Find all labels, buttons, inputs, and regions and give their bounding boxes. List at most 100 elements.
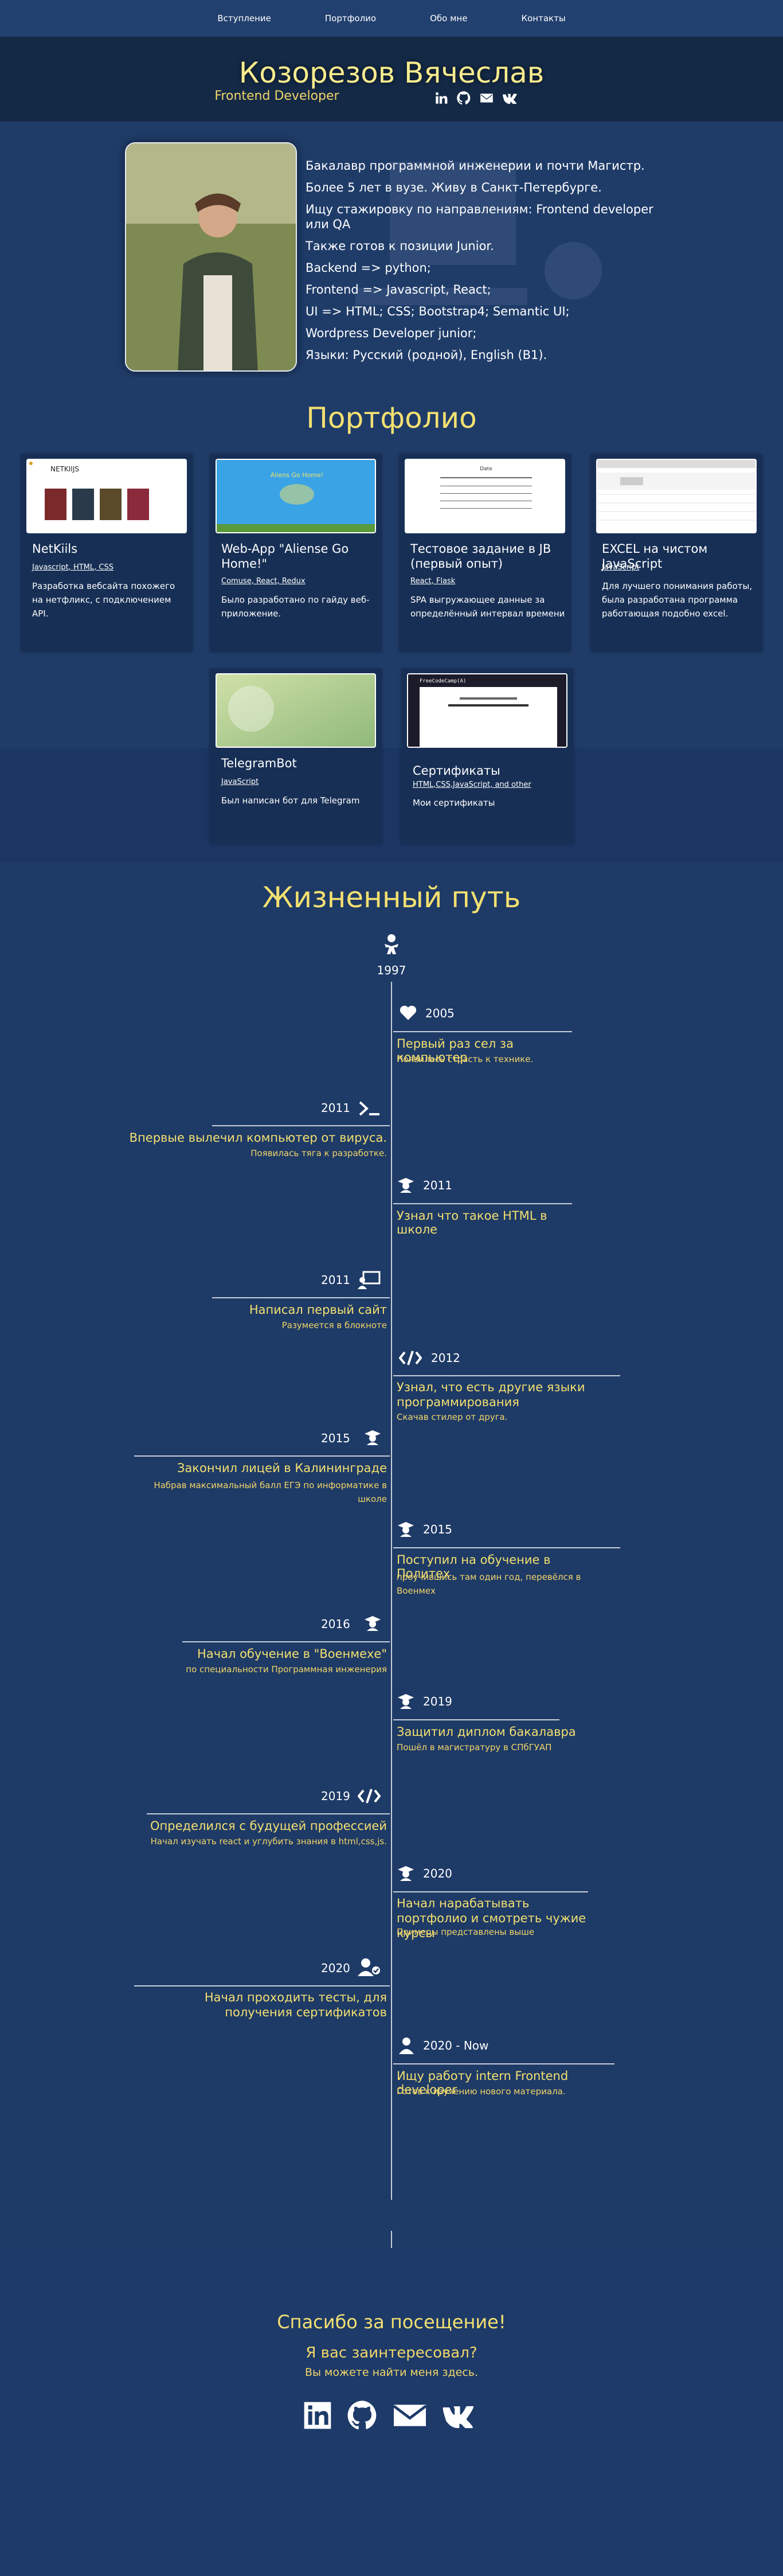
portfolio-card[interactable]: EXCEL на чистом JavaScript JavaScript Дл…	[590, 454, 762, 652]
graduate-icon	[365, 1430, 381, 1445]
about-line: UI => HTML; CSS; Bootstrap4; Semantic UI…	[306, 305, 570, 318]
event-title: Написал первый сайт	[249, 1303, 387, 1317]
event-year: 2019	[423, 1695, 452, 1708]
code-icon	[358, 1789, 381, 1804]
card-description: Разработка вебсайта похожего на нетфликс…	[32, 581, 175, 619]
baby-icon	[385, 934, 398, 954]
code-icon	[399, 1351, 422, 1365]
card-description: Мои сертификаты	[413, 798, 495, 808]
top-nav: Вступление Портфолио Обо мне Контакты	[0, 0, 783, 37]
event-title: Закончил лицей в Калининграде	[177, 1461, 387, 1475]
event-subtitle: Появилась страсть к технике.	[397, 1054, 534, 1064]
event-title: Поступил на обучение в Политех	[397, 1553, 551, 1580]
github-icon[interactable]	[456, 91, 471, 106]
timeline-line	[391, 982, 392, 2200]
nav-about[interactable]: Обо мне	[430, 13, 468, 24]
event-title: Узнал, что есть другие языки программиро…	[397, 1380, 585, 1409]
card-tags[interactable]: JavaScript	[602, 563, 640, 572]
card-tags[interactable]: Javascript, HTML, CSS	[32, 563, 113, 572]
event-subtitle: Появилась тяга к разработке.	[250, 1148, 387, 1158]
card-tags[interactable]: Comuse, React, Redux	[221, 577, 306, 586]
event-title: Узнал что такое HTML в школе	[397, 1209, 547, 1236]
about-line: Backend => python;	[306, 261, 431, 275]
portfolio-card[interactable]: Aliens Go Home! Web-App "Aliense Go Home…	[210, 454, 382, 652]
event-divider	[182, 1641, 390, 1642]
event-divider	[134, 1455, 390, 1457]
nav-contacts[interactable]: Контакты	[521, 13, 566, 24]
jb-task-thumbnail: Date	[405, 459, 565, 533]
card-description: Для лучшего понимания работы, была разра…	[602, 581, 753, 619]
event-divider	[393, 1203, 572, 1204]
vk-icon[interactable]	[502, 91, 519, 106]
event-divider	[212, 1125, 390, 1126]
event-title: Первый раз сел за компьютер	[397, 1037, 514, 1064]
about-line: Ищу стажировку по направлениям: Frontend…	[306, 202, 653, 231]
event-subtitle: Разумеется в блокноте	[281, 1320, 387, 1330]
event-divider	[393, 1719, 559, 1720]
event-subtitle: Скачав стилер от друга.	[397, 1412, 508, 1422]
github-icon[interactable]	[346, 2399, 378, 2431]
hero-name: Козорезов Вячеслав	[238, 56, 545, 89]
laptop-background-decoration	[355, 162, 602, 305]
card-tags[interactable]: HTML,CSS,JavaScript, and other	[413, 780, 531, 789]
event-subtitle: Примеры представлены выше	[397, 1927, 535, 1937]
user-check-icon	[358, 1958, 380, 1976]
event-subtitle: Набрав максимальный балл ЕГЭ по информат…	[154, 1480, 387, 1504]
footer-question: Я вас заинтересовал?	[306, 2344, 477, 2362]
event-title: Определился с будущей профессией	[150, 1819, 387, 1833]
event-divider	[393, 1891, 588, 1892]
event-subtitle: Готов к изучению нового материала.	[397, 2086, 566, 2097]
card-title: Web-App "Aliense Go Home!"	[221, 542, 349, 571]
event-divider	[393, 2063, 614, 2064]
hero-role: Frontend Developer	[214, 88, 339, 103]
nav-portfolio[interactable]: Портфолио	[324, 13, 377, 24]
portfolio-card[interactable]: TelegramBot JavaScript Был написан бот д…	[210, 669, 382, 844]
card-tags[interactable]: JavaScript	[221, 778, 259, 786]
terminal-icon	[359, 1101, 379, 1116]
event-year: 2016	[321, 1617, 350, 1631]
about-text: Бакалавр программной инженерии и почти М…	[306, 155, 655, 366]
teacher-board-icon	[358, 1271, 381, 1289]
card-tags[interactable]: React, Flask	[410, 577, 456, 586]
timeline-title: Жизненный путь	[262, 881, 521, 914]
about-line: Языки: Русский (родной), English (B1).	[306, 348, 547, 362]
event-subtitle: по специальности Программная инженерия	[186, 1664, 387, 1675]
footer-thanks: Спасибо за посещение!	[277, 2311, 506, 2333]
hero-social	[433, 91, 519, 106]
graduate-icon	[398, 1522, 414, 1537]
event-year: 2015	[321, 1431, 350, 1445]
portfolio-card[interactable]: Date Тестовое задание в JB (первый опыт)…	[399, 454, 571, 652]
svg-text:Date: Date	[480, 466, 492, 472]
user-tie-icon	[399, 2038, 414, 2054]
birth-year: 1997	[377, 963, 406, 977]
linkedin-icon[interactable]	[302, 2399, 334, 2431]
nav-intro[interactable]: Вступление	[217, 13, 271, 24]
mail-icon[interactable]	[391, 2399, 429, 2431]
certificates-thumbnail: FreeCodeCamp(A)	[407, 673, 567, 748]
event-divider	[212, 1297, 390, 1298]
event-title: Начал нарабатывать портфолио и смотреть …	[397, 1896, 586, 1940]
linkedin-icon[interactable]	[433, 91, 448, 106]
graduate-icon	[365, 1616, 381, 1631]
portfolio-card[interactable]: FreeCodeCamp(A) Сертификаты HTML,CSS,Jav…	[401, 669, 573, 844]
event-title: Впервые вылечил компьютер от вируса.	[129, 1131, 387, 1145]
portfolio-section-lower	[0, 748, 783, 863]
telegrambot-thumbnail	[216, 673, 376, 748]
event-subtitle: Пошёл в магистратуру в СПбГУАП	[397, 1742, 552, 1753]
mail-icon[interactable]	[479, 91, 494, 106]
event-year: 2012	[431, 1351, 460, 1365]
card-title: EXCEL на чистом JavaScript	[602, 542, 708, 571]
graduate-icon	[398, 1866, 414, 1881]
about-line: Бакалавр программной инженерии и почти М…	[306, 159, 645, 173]
event-divider	[393, 1031, 572, 1032]
event-subtitle: Начал изучать react и углубить знания в …	[150, 1836, 387, 1847]
portfolio-card[interactable]: NETKIIJS NetKiils Javascript, HTML, CSS …	[21, 454, 193, 652]
event-subtitle: проучившись там один год, перевёлся в Во…	[397, 1572, 581, 1596]
heart-icon	[400, 1005, 417, 1020]
vk-icon[interactable]	[441, 2399, 479, 2431]
netkiils-thumbnail: NETKIIJS	[26, 459, 187, 533]
about-line: Wordpress Developer junior;	[306, 326, 477, 340]
event-title: Начал обучение в "Военмехе"	[197, 1647, 387, 1661]
card-title: TelegramBot	[221, 756, 297, 770]
footer-find: Вы можете найти меня здесь.	[304, 2366, 479, 2379]
